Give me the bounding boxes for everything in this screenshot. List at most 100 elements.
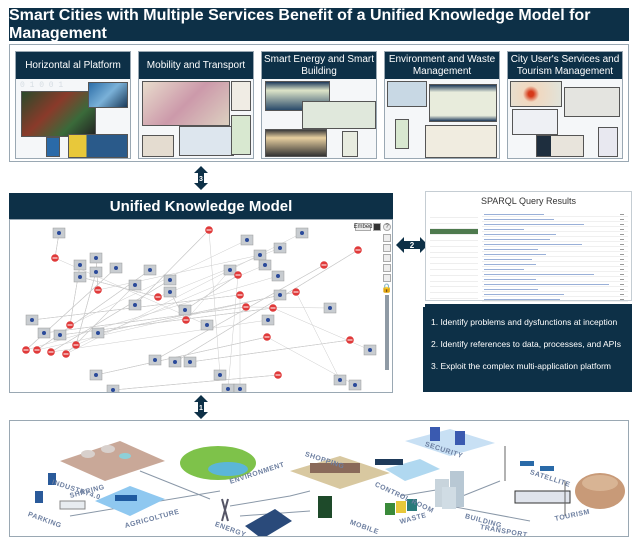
result-link[interactable]	[484, 218, 554, 221]
share-icon	[338, 378, 342, 382]
security-icon	[405, 427, 495, 456]
result-link[interactable]	[484, 228, 524, 231]
query-list-item[interactable]	[430, 276, 478, 282]
share-icon	[168, 290, 172, 294]
share-icon	[300, 231, 304, 235]
share-icon	[238, 387, 242, 391]
services-panel: Horizontal al Platform 0 1 0 0 1 Mobilit…	[9, 44, 629, 162]
graph-edge	[69, 239, 248, 326]
save-icon[interactable]	[373, 223, 381, 231]
result-link[interactable]	[484, 278, 536, 281]
result-link[interactable]	[484, 263, 536, 266]
share-icon	[205, 323, 209, 327]
result-count	[620, 218, 624, 221]
zoom-in-icon[interactable]	[383, 254, 391, 262]
mobile-icon	[318, 496, 332, 518]
result-count	[620, 248, 624, 251]
waste-icon	[385, 499, 417, 515]
query-list-item[interactable]	[430, 229, 478, 236]
dashboard-screenshot	[536, 135, 584, 157]
query-list-item[interactable]	[430, 212, 478, 218]
share-icon	[218, 373, 222, 377]
query-list-item[interactable]	[430, 293, 478, 299]
graph-edge	[36, 294, 281, 351]
result-link[interactable]	[484, 298, 560, 301]
result-link[interactable]	[484, 253, 546, 256]
knowledge-graph-view[interactable]: Embed ? 🔒	[9, 219, 393, 393]
zoom-slider[interactable]	[385, 295, 389, 370]
graph-edge	[174, 249, 359, 363]
share-icon	[94, 373, 98, 377]
service-card-horizontal-platform: Horizontal al Platform 0 1 0 0 1	[15, 51, 131, 159]
graph-edge	[295, 291, 341, 381]
result-link[interactable]	[484, 283, 609, 286]
result-link[interactable]	[484, 293, 564, 296]
ukm-title: Unified Knowledge Model	[9, 193, 393, 219]
graph-edge	[184, 274, 239, 311]
result-link[interactable]	[484, 273, 594, 276]
map-screenshot	[231, 81, 251, 111]
result-link[interactable]	[484, 223, 584, 226]
result-link[interactable]	[484, 238, 550, 241]
embed-button[interactable]: Embed	[353, 223, 373, 231]
query-list-item[interactable]	[430, 224, 478, 230]
mobile-screenshot	[395, 119, 409, 149]
share-icon	[78, 275, 82, 279]
industry-icon	[60, 441, 165, 481]
share-icon	[266, 318, 270, 322]
fit-icon[interactable]	[383, 244, 391, 252]
result-link[interactable]	[484, 268, 524, 271]
zoom-out-icon[interactable]	[383, 274, 391, 282]
results-row	[482, 252, 628, 257]
service-card-environment: Environment and Waste Management	[384, 51, 500, 159]
query-list-item[interactable]	[430, 270, 478, 276]
result-link[interactable]	[484, 233, 556, 236]
query-list-item[interactable]	[430, 218, 478, 224]
share-icon	[133, 303, 137, 307]
result-link[interactable]	[484, 243, 582, 246]
lock-icon[interactable]: 🔒	[381, 282, 393, 293]
result-count	[620, 223, 624, 226]
result-count	[620, 263, 624, 266]
mobile-screenshot	[598, 127, 618, 157]
share-icon	[42, 331, 46, 335]
results-row	[482, 272, 628, 277]
share-icon	[328, 306, 332, 310]
graph-edge	[227, 274, 239, 390]
query-list-item[interactable]	[430, 258, 478, 265]
graph-canvas[interactable]	[10, 220, 393, 393]
share-icon	[276, 274, 280, 278]
step-item: 1. Identify problems and dysfunctions at…	[431, 317, 618, 327]
query-list-item[interactable]	[430, 287, 478, 294]
control-room-icon	[375, 459, 440, 481]
query-list-item[interactable]	[430, 253, 478, 259]
query-list-item[interactable]	[430, 241, 478, 247]
share-icon	[57, 231, 61, 235]
result-link[interactable]	[484, 258, 532, 261]
help-button[interactable]: ?	[383, 223, 391, 231]
results-row	[482, 217, 628, 222]
result-link[interactable]	[484, 248, 538, 251]
service-card-tourism: City User's Services and Tourism Managem…	[507, 51, 623, 159]
fullscreen-icon[interactable]	[383, 234, 391, 242]
service-title: Smart Energy and Smart Building	[262, 52, 376, 79]
service-screenshots	[262, 79, 376, 158]
search-icon[interactable]	[383, 264, 391, 272]
share-icon	[183, 308, 187, 312]
query-list-item[interactable]	[430, 235, 478, 241]
chart-screenshot	[512, 109, 558, 135]
chart-screenshot	[425, 125, 497, 158]
query-list-item[interactable]	[430, 264, 478, 270]
city-drawing	[35, 427, 625, 536]
building-icon	[435, 471, 464, 509]
flow-map	[564, 87, 620, 117]
tourism-icon	[564, 473, 625, 516]
service-card-mobility: Mobility and Transport	[138, 51, 254, 159]
result-count	[620, 228, 624, 231]
results-row	[482, 292, 628, 297]
result-link[interactable]	[484, 213, 544, 216]
query-list-item[interactable]	[430, 282, 478, 288]
query-list-item[interactable]	[430, 247, 478, 253]
service-title: Horizontal al Platform	[16, 52, 130, 79]
result-link[interactable]	[484, 288, 538, 291]
